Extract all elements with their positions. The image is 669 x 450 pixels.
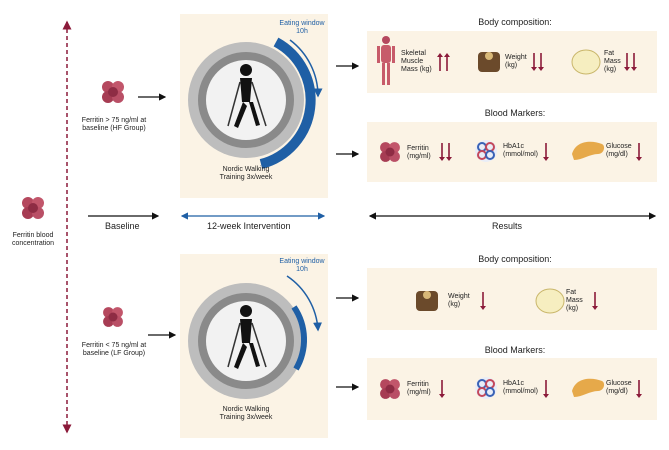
- change-arrowhead-up: [437, 53, 443, 57]
- hf-blood-panel: [367, 122, 657, 182]
- change-arrowhead-down: [446, 157, 452, 161]
- hf-blood-title: Blood Markers:: [484, 108, 546, 118]
- lf-eating-window-label: Eating window 10h: [279, 258, 325, 273]
- lf-hba1c-label: HbA1c (mmol/mol): [503, 380, 538, 395]
- muscle-body-icon: [377, 36, 395, 85]
- change-arrowhead-down: [538, 67, 544, 71]
- hf-hba1c-label: HbA1c (mmol/mol): [503, 143, 538, 158]
- hf-group-label: Ferritin > 75 ng/ml at baseline (HF Grou…: [81, 117, 147, 132]
- hf-body-panel: [367, 31, 657, 93]
- hf-eating-window-label: Eating window 10h: [279, 20, 325, 35]
- hf-weight-label: Weight (kg): [505, 54, 527, 69]
- hf-clock-icon: [188, 37, 316, 169]
- scale-icon: [478, 52, 500, 72]
- baseline-label: Baseline: [105, 221, 140, 231]
- fat-cell-icon-lf: [535, 288, 565, 314]
- hf-glucose-label: Glucose (mg/dl): [606, 143, 632, 158]
- lf-blood-title: Blood Markers:: [484, 345, 546, 355]
- ferritin-concentration-label: Ferritin blood concentration: [11, 232, 55, 247]
- hf-training-label: Nordic Walking Training 3x/week: [219, 166, 273, 181]
- change-arrowhead-up: [444, 53, 450, 57]
- change-arrowhead-down: [592, 306, 598, 310]
- hf-eating-arrow: [289, 39, 323, 98]
- lf-ferritin-label: Ferritin (mg/ml): [407, 381, 431, 396]
- lf-clock-icon: [188, 283, 308, 399]
- ferritin-cells-small-icon: [380, 142, 400, 162]
- hba1c-icon-lf: [475, 377, 497, 399]
- intervention-label: 12-week Intervention: [207, 221, 291, 231]
- change-arrowhead-down: [624, 67, 630, 71]
- hf-cells-icon: [102, 81, 124, 103]
- lf-body-title: Body composition:: [478, 254, 552, 264]
- hf-ferritin-label: Ferritin (mg/ml): [407, 145, 431, 160]
- lf-weight-label: Weight (kg): [448, 293, 470, 308]
- lf-body-panel: [367, 268, 657, 330]
- change-arrowhead-down: [636, 157, 642, 161]
- pancreas-icon: [572, 141, 605, 160]
- change-arrowhead-down: [480, 306, 486, 310]
- lf-training-label: Nordic Walking Training 3x/week: [219, 406, 273, 421]
- lf-fat-label: Fat Mass (kg): [566, 289, 583, 312]
- change-arrowhead-down: [543, 157, 549, 161]
- lf-glucose-label: Glucose (mg/dl): [606, 380, 632, 395]
- lf-blood-panel: [367, 358, 657, 420]
- lf-cells-icon: [103, 307, 123, 327]
- hba1c-icon: [475, 140, 497, 162]
- change-arrowhead-down: [439, 394, 445, 398]
- hf-body-title: Body composition:: [478, 17, 552, 27]
- lf-eating-arrow: [286, 275, 323, 332]
- change-arrows: [437, 53, 642, 398]
- change-arrowhead-down: [543, 394, 549, 398]
- ferritin-cells-small-icon-lf: [380, 379, 400, 399]
- hf-fat-label: Fat Mass (kg): [604, 50, 621, 73]
- change-arrowhead-down: [631, 67, 637, 71]
- fat-cell-icon: [571, 49, 601, 75]
- hf-muscle-label: Skeletal Muscle Mass (kg): [401, 50, 432, 73]
- results-label: Results: [492, 221, 523, 231]
- ferritin-cells-icon: [22, 197, 44, 219]
- change-arrowhead-down: [531, 67, 537, 71]
- change-arrowhead-down: [439, 157, 445, 161]
- pancreas-icon-lf: [572, 378, 605, 397]
- scale-icon-lf: [416, 291, 438, 311]
- lf-group-label: Ferritin < 75 ng/ml at baseline (LF Grou…: [81, 342, 147, 357]
- change-arrowhead-down: [636, 394, 642, 398]
